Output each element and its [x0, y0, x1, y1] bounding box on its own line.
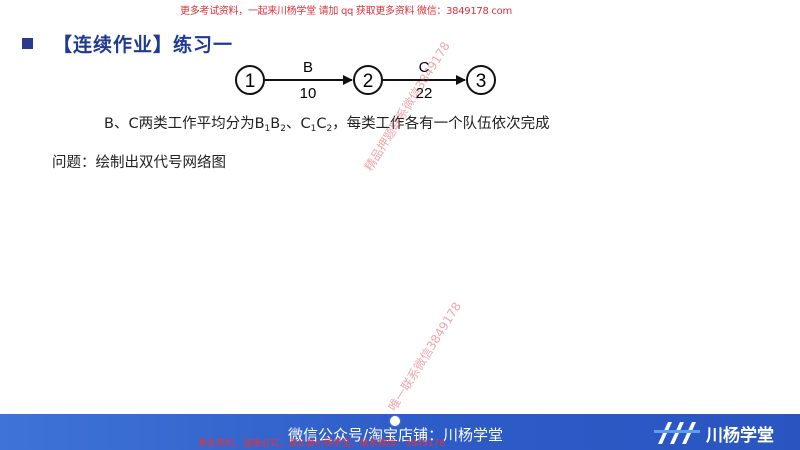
arrow-c-duration: 22 [416, 85, 433, 102]
arrow-b-name: B [303, 59, 313, 76]
slide-title-row: 【连续作业】练习一 [22, 30, 233, 57]
top-watermark: 更多考试资料，一起来川杨学堂 请加 qq 获取更多资料 微信：3849178 c… [180, 6, 512, 17]
brand-logo-icon [654, 422, 700, 444]
desc-sub-2: 2 [280, 124, 286, 134]
footer-cursor-dot [390, 416, 400, 426]
node-2-label: 2 [363, 71, 374, 92]
node-3-label: 3 [476, 71, 487, 92]
arrow-b-duration: 10 [300, 85, 317, 102]
question-text: 问题：绘制出双代号网络图 [52, 155, 226, 171]
brand-name: 川杨学堂 [706, 426, 774, 446]
desc-sub-4: 2 [326, 124, 333, 134]
slide-title: 【连续作业】练习一 [53, 34, 234, 56]
title-bullet-square [22, 38, 33, 49]
node-3: 3 [466, 65, 496, 95]
arrow-c-name: C [419, 59, 430, 76]
problem-description: B、C两类工作平均分为B1B2、C1C2，每类工作各有一个队伍依次完成 [104, 112, 550, 134]
desc-sub-1: 1 [264, 124, 271, 134]
footer-bar: 微信公众号/淘宝店铺：川杨学堂 更多资料，盗版必究，请认准川杨学堂，联系微信：3… [0, 414, 800, 450]
desc-part-4: C [316, 116, 327, 132]
footer-red-watermark: 更多资料，盗版必究，请认准川杨学堂，联系微信：3849178 [198, 439, 446, 449]
desc-part-5: ，每类工作各有一个队伍依次完成 [332, 116, 550, 132]
node-2: 2 [353, 65, 383, 95]
desc-part-1: B、C两类工作平均分为B [104, 116, 265, 132]
desc-part-3: 、C [285, 116, 311, 132]
footer-text: 微信公众号/淘宝店铺：川杨学堂 [288, 426, 504, 444]
desc-part-2: B [270, 116, 281, 132]
desc-sub-3: 1 [310, 124, 317, 134]
node-1-label: 1 [245, 71, 256, 92]
node-1: 1 [235, 65, 265, 95]
